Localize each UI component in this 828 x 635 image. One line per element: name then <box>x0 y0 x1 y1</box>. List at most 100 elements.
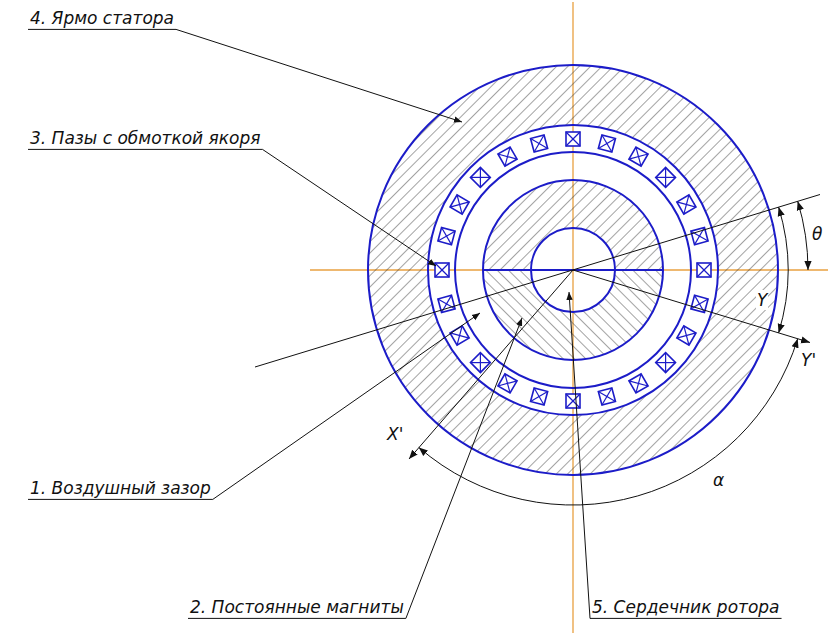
winding-slot <box>471 168 491 188</box>
slot-cross <box>677 195 696 214</box>
winding-slot <box>677 195 696 214</box>
callout-shelf <box>188 618 406 619</box>
slot-cross <box>629 374 648 393</box>
leader-line <box>263 149 437 266</box>
slot-outline <box>629 374 648 393</box>
angle-symbol: θ <box>811 224 823 244</box>
slot-cross <box>471 168 491 188</box>
slot-cross <box>450 326 469 345</box>
x-axis-arrow <box>409 270 573 459</box>
slot-outline <box>598 388 615 405</box>
theta-arc <box>798 201 808 270</box>
winding-slot <box>498 374 517 393</box>
slot-cross <box>471 353 491 373</box>
y-axis-arrow <box>573 270 810 343</box>
rotor-axis-line <box>255 195 820 368</box>
winding-slot <box>598 135 615 152</box>
slot-outline <box>471 168 491 188</box>
slot-outline <box>598 135 615 152</box>
slot-outline <box>435 263 449 277</box>
callout-label: 5. Сердечник ротора <box>592 597 780 617</box>
angle-symbol: α <box>712 470 725 490</box>
slot-outline <box>656 353 676 373</box>
angle-symbol: Y' <box>800 350 817 370</box>
slot-outline <box>691 228 708 245</box>
winding-slot <box>566 394 580 408</box>
winding-slot <box>531 135 548 152</box>
slot-cross <box>498 374 517 393</box>
slot-cross <box>629 374 648 393</box>
slot-cross <box>691 228 708 245</box>
winding-slot <box>498 147 517 166</box>
callout-shelf <box>28 149 263 150</box>
winding-slot <box>656 353 676 373</box>
winding-slot <box>531 388 548 405</box>
callout-label: 2. Постоянные магниты <box>190 597 404 617</box>
slot-cross <box>697 263 711 277</box>
slot-cross <box>598 135 615 152</box>
magnet-north <box>483 180 663 270</box>
winding-slot <box>598 388 615 405</box>
slot-outline <box>677 326 696 345</box>
leader-line <box>213 313 480 499</box>
slot-cross <box>435 263 449 277</box>
callout-shelf <box>28 29 176 30</box>
winding-slot <box>656 168 676 188</box>
slot-cross <box>471 168 491 188</box>
slot-cross <box>531 388 548 405</box>
slot-outline <box>531 388 548 405</box>
slot-outline <box>656 168 676 188</box>
callout-shelf <box>590 618 782 619</box>
winding-slot <box>438 228 455 245</box>
slot-cross <box>677 326 696 345</box>
slot-cross <box>677 326 696 345</box>
callout-shelf <box>28 499 213 500</box>
slot-cross <box>691 295 708 312</box>
slot-outline <box>471 353 491 373</box>
winding-slot <box>450 326 469 345</box>
slot-cross <box>598 135 615 152</box>
slot-cross <box>531 388 548 405</box>
winding-slot <box>629 374 648 393</box>
callout-label: 1. Воздушный зазор <box>30 478 211 498</box>
slot-outline <box>438 228 455 245</box>
slot-cross <box>677 195 696 214</box>
callout-label: 4. Ярмо статора <box>30 8 174 28</box>
slot-cross <box>656 168 676 188</box>
slot-cross <box>566 132 580 146</box>
slot-cross <box>435 263 449 277</box>
winding-slot <box>691 295 708 312</box>
slot-outline <box>498 374 517 393</box>
winding-slot <box>629 147 648 166</box>
slot-outline <box>450 195 469 214</box>
slot-cross <box>531 135 548 152</box>
slot-cross <box>656 168 676 188</box>
slot-cross <box>498 147 517 166</box>
leader-line <box>406 318 522 618</box>
angle-symbol: Y <box>756 290 768 310</box>
slot-cross <box>438 228 455 245</box>
callout-label: 3. Пазы с обмоткой якоря <box>30 128 261 148</box>
slot-cross <box>498 147 517 166</box>
slot-outline <box>498 147 517 166</box>
slot-cross <box>566 132 580 146</box>
leader-line <box>569 292 590 618</box>
winding-slot <box>435 263 449 277</box>
winding-slot <box>691 228 708 245</box>
slot-cross <box>566 394 580 408</box>
slot-outline <box>566 394 580 408</box>
winding-slot <box>566 132 580 146</box>
slot-cross <box>531 135 548 152</box>
slot-cross <box>450 195 469 214</box>
slot-cross <box>629 147 648 166</box>
slot-outline <box>531 135 548 152</box>
slot-outline <box>697 263 711 277</box>
slot-outline <box>691 295 708 312</box>
slot-outline <box>566 132 580 146</box>
slot-cross <box>450 195 469 214</box>
slot-cross <box>450 326 469 345</box>
slot-cross <box>598 388 615 405</box>
slot-cross <box>566 394 580 408</box>
